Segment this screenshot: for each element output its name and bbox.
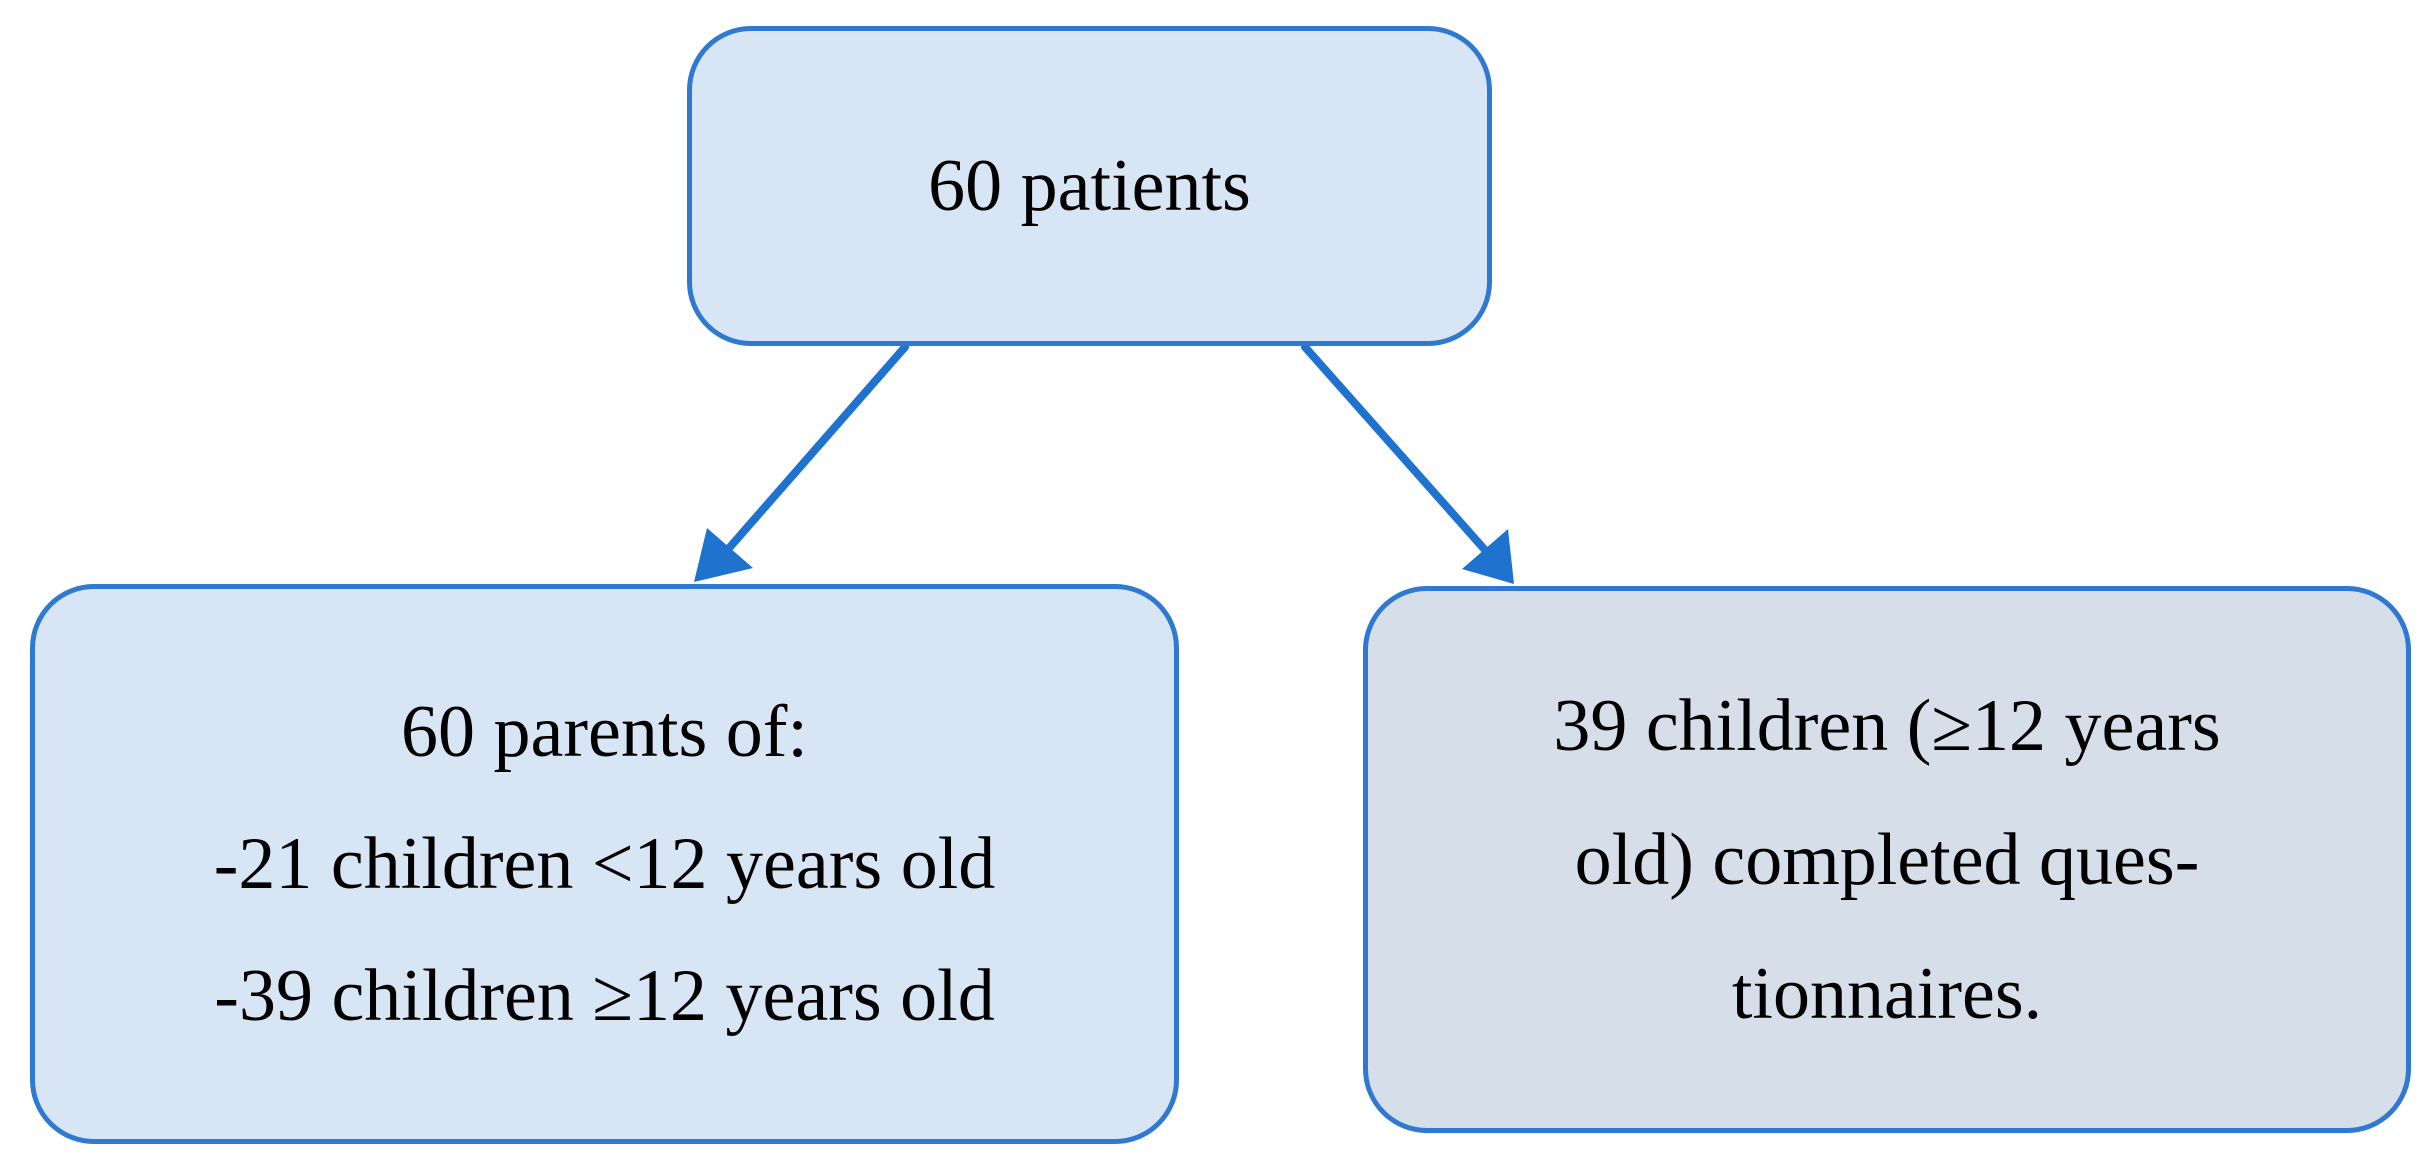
children-box-line-1: 39 children (≥12 years: [1553, 684, 2221, 767]
parents-box: 60 parents of: -21 children <12 years ol…: [30, 584, 1179, 1144]
children-box-line-3: tionnaires.: [1731, 952, 2043, 1035]
parents-box-line-1: 60 parents of:: [401, 691, 808, 773]
arrow-top-to-left: [694, 343, 909, 582]
children-box-line-2: old) completed ques-: [1574, 818, 2200, 901]
patients-box-label: 60 patients: [928, 145, 1251, 227]
parents-box-line-2: -21 children <12 years old: [213, 823, 996, 905]
patients-box: 60 patients: [687, 26, 1492, 346]
children-box: 39 children (≥12 years old) completed qu…: [1363, 586, 2411, 1133]
parents-box-line-3: -39 children ≥12 years old: [214, 955, 995, 1037]
arrow-top-to-right: [1301, 343, 1514, 584]
